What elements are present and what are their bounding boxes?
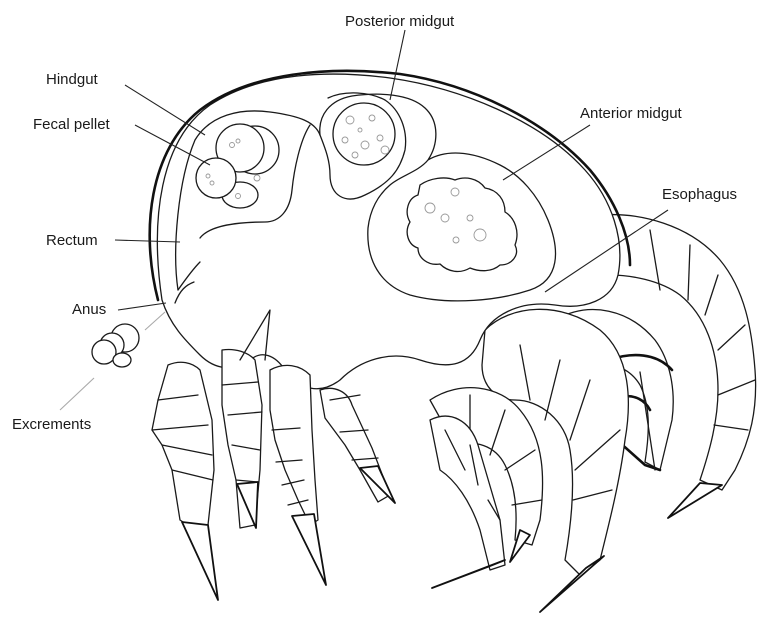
fecal-pellet-shape — [196, 158, 236, 198]
claw-right-inner — [432, 560, 505, 588]
label-anus: Anus — [72, 302, 106, 317]
leader-hindgut — [125, 85, 205, 135]
claw-far-right — [668, 483, 722, 518]
label-fecal-pellet: Fecal pellet — [33, 117, 110, 132]
label-rectum: Rectum — [46, 233, 98, 248]
label-posterior-midgut: Posterior midgut — [345, 14, 454, 29]
leader-anus — [118, 303, 166, 310]
leg-left-3 — [270, 365, 318, 525]
claw-left-3 — [292, 514, 326, 585]
leg-left-1 — [152, 362, 214, 530]
label-excrements: Excrements — [12, 417, 91, 432]
claw-right-middle — [510, 530, 530, 562]
excrement-trail — [145, 312, 165, 330]
excrements-pellets — [92, 324, 139, 367]
claw-left-1 — [182, 522, 218, 600]
label-esophagus: Esophagus — [662, 187, 737, 202]
label-hindgut: Hindgut — [46, 72, 98, 87]
leader-excrements — [60, 378, 94, 410]
label-anterior-midgut: Anterior midgut — [580, 106, 682, 121]
